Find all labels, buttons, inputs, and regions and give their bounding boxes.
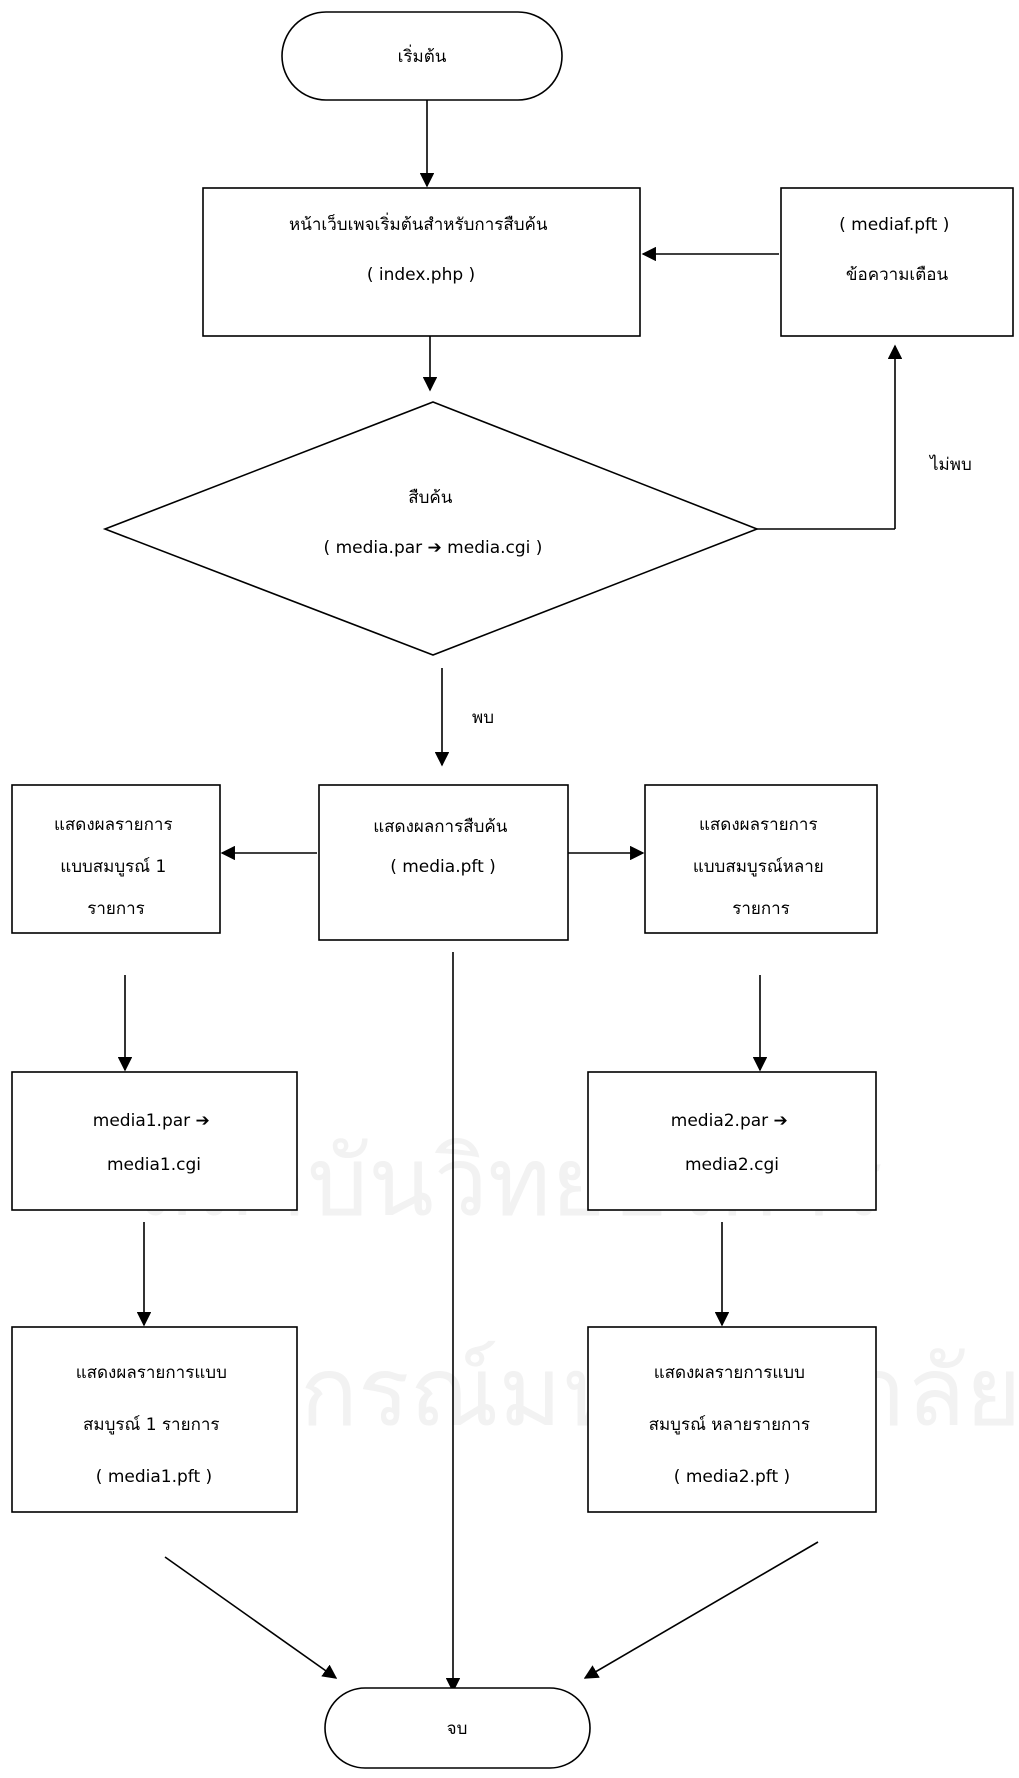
- node-result: แสดงผลการสืบค้น ( media.pft ): [318, 784, 569, 941]
- node-fulln-line-2: แบบสมบูรณ์หลาย: [693, 857, 824, 877]
- svg-text:media2.par ➔ media2.cgi: media2.par ➔ media2.cgi: [671, 1111, 793, 1175]
- node-search-line-1: สืบค้น: [408, 488, 453, 508]
- node-pft2: แสดงผลรายการแบบ สมบูรณ์ หลายรายการ ( med…: [587, 1326, 877, 1513]
- node-search: สืบค้น ( media.par ➔ media.cgi ): [102, 401, 760, 656]
- node-index: หน้าเว็บเพจเริ่มต้นสำหรับการสืบค้น ( ind…: [202, 187, 641, 337]
- node-cgi2: media2.par ➔ media2.cgi: [587, 1071, 877, 1211]
- node-pft1-line-2: สมบูรณ์ 1 รายการ: [83, 1415, 220, 1435]
- node-full1-line-1: แสดงผลรายการ: [54, 815, 173, 835]
- node-cgi1: media1.par ➔ media1.cgi: [11, 1071, 298, 1211]
- edge-pft2-to-end: [583, 1541, 819, 1679]
- node-result-line-2: ( media.pft ): [390, 857, 496, 877]
- node-full1: แสดงผลรายการ แบบสมบูรณ์ 1 รายการ: [11, 784, 221, 934]
- svg-text:media1.par ➔ media1.cgi: media1.par ➔ media1.cgi: [93, 1111, 215, 1175]
- node-pft2-line-1: แสดงผลรายการแบบ: [654, 1363, 805, 1383]
- svg-text:จบ: จบ: [447, 1719, 468, 1739]
- node-start-line-1: เริ่มต้น: [398, 44, 447, 67]
- node-fulln-line-1: แสดงผลรายการ: [699, 815, 818, 835]
- node-fulln-line-3: รายการ: [732, 899, 790, 919]
- node-pft1: แสดงผลรายการแบบ สมบูรณ์ 1 รายการ ( media…: [11, 1326, 298, 1513]
- node-end: จบ: [324, 1687, 591, 1769]
- node-start: เริ่มต้น: [281, 11, 563, 101]
- svg-text:หน้าเว็บเพจเริ่มต้นสำหรับการสื: หน้าเว็บเพจเริ่มต้นสำหรับการสืบค้น ( ind…: [289, 212, 553, 285]
- node-full1-line-3: รายการ: [87, 899, 145, 919]
- edge-pft1-to-end: [164, 1556, 338, 1679]
- node-pft2-line-2: สมบูรณ์ หลายรายการ: [649, 1415, 810, 1435]
- svg-text:แสดงผลรายการแบบ สมบูรณ์: แสดงผลรายการแบบ สมบูรณ์ หลายรายการ ( med…: [649, 1363, 816, 1487]
- node-pft2-line-3: ( media2.pft ): [674, 1467, 790, 1487]
- node-pft1-line-1: แสดงผลรายการแบบ: [76, 1363, 227, 1383]
- node-mediaf-line-1: ( mediaf.pft ): [839, 215, 949, 235]
- node-fulln: แสดงผลรายการ แบบสมบูรณ์หลาย รายการ: [644, 784, 878, 934]
- node-cgi2-line-2: media2.cgi: [685, 1155, 779, 1175]
- node-mediaf-line-2: ข้อความเตือน: [846, 265, 949, 285]
- node-mediaf: ( mediaf.pft ) ข้อความเตือน: [780, 187, 1014, 337]
- node-search-line-2: ( media.par ➔ media.cgi ): [324, 538, 543, 558]
- svg-text:( mediaf.pft ) ข้อความเต: ( mediaf.pft ) ข้อความเตือน: [839, 215, 955, 285]
- node-end-line-1: จบ: [447, 1719, 468, 1739]
- svg-text:สืบค้น ( media.par ➔ med: สืบค้น ( media.par ➔ media.cgi ): [324, 488, 543, 558]
- node-pft1-line-3: ( media1.pft ): [96, 1467, 212, 1487]
- svg-text:แสดงผลรายการ แบบสมบูรณ์: แสดงผลรายการ แบบสมบูรณ์ 1 รายการ: [54, 815, 178, 919]
- svg-text:แสดงผลรายการแบบ สมบูรณ์: แสดงผลรายการแบบ สมบูรณ์ 1 รายการ ( media…: [76, 1363, 233, 1487]
- node-index-line-2: ( index.php ): [367, 265, 475, 285]
- svg-text:แสดงผลรายการ แบบสมบูรณ์ห: แสดงผลรายการ แบบสมบูรณ์หลาย รายการ: [693, 815, 829, 919]
- svg-text:เริ่มต้น: เริ่มต้น: [398, 44, 447, 67]
- edges: [117, 100, 903, 1693]
- edge-label-found: พบ: [472, 708, 494, 728]
- node-cgi1-line-1: media1.par ➔: [93, 1111, 210, 1131]
- node-result-line-1: แสดงผลการสืบค้น: [373, 817, 508, 837]
- node-cgi1-line-2: media1.cgi: [107, 1155, 201, 1175]
- edge-label-not-found: ไม่พบ: [928, 454, 972, 475]
- svg-text:แสดงผลการสืบค้น ( media.: แสดงผลการสืบค้น ( media.pft ): [373, 817, 513, 877]
- node-full1-line-2: แบบสมบูรณ์ 1: [60, 857, 166, 877]
- node-cgi2-line-1: media2.par ➔: [671, 1111, 788, 1131]
- node-index-line-1: หน้าเว็บเพจเริ่มต้นสำหรับการสืบค้น: [289, 212, 548, 235]
